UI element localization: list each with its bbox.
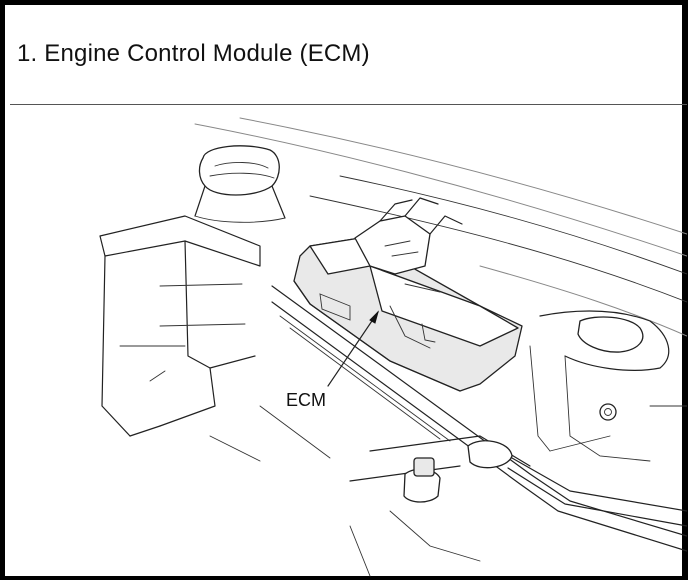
ecm-callout-label: ECM <box>286 390 326 410</box>
left-body-structure <box>99 215 261 437</box>
hood-edge-lines <box>194 117 687 337</box>
mounting-rails <box>271 285 687 552</box>
ecm-callout: ECM <box>286 310 379 410</box>
reservoir-cap <box>194 145 286 223</box>
strut-tower <box>529 310 687 462</box>
title-row: 1. Engine Control Module (ECM) <box>10 10 687 105</box>
engine-bay-illustration: ECM <box>10 106 687 581</box>
ecm-unit <box>293 197 523 392</box>
battery-terminal <box>209 405 687 577</box>
section-title: 1. Engine Control Module (ECM) <box>17 40 370 67</box>
